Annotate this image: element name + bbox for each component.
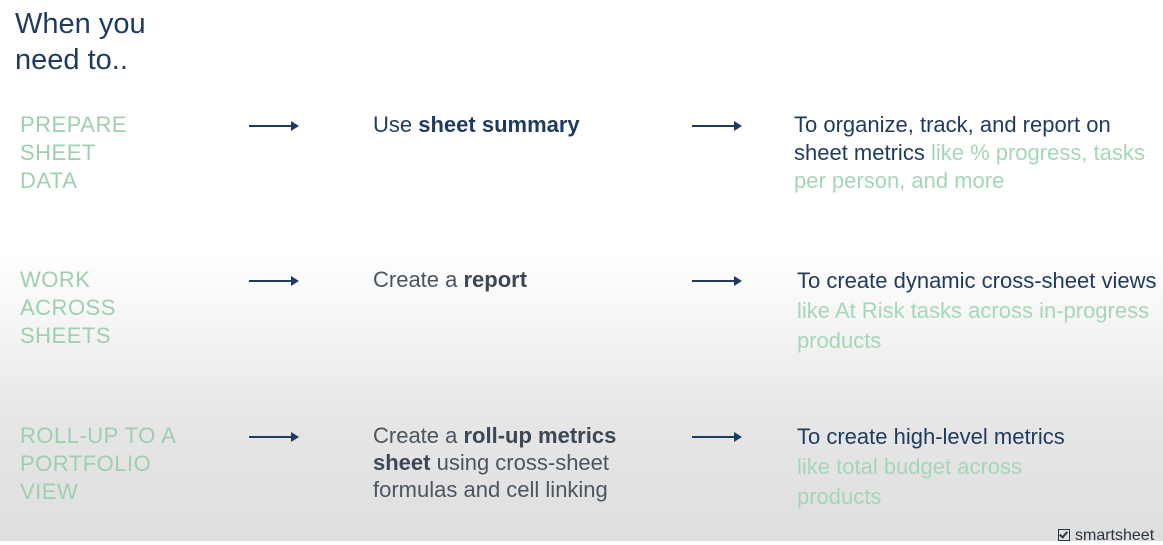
outcome-text: To organize, track, and report on sheet … [794, 112, 1145, 193]
action-highlight: roll-up metrics sheet [373, 423, 617, 475]
right-arrow-icon [249, 432, 299, 442]
action-text: Create a report [373, 267, 528, 292]
right-arrow-icon [249, 276, 299, 286]
page-title: When you need to.. [15, 6, 146, 78]
right-arrow-icon [249, 121, 299, 131]
outcome-detail: like At Risk tasks across in-progress pr… [797, 298, 1150, 353]
right-arrow-icon [692, 121, 742, 131]
brand-logo: smartsheet [1058, 527, 1154, 545]
action-text: Create a roll-up metrics sheet using cro… [373, 423, 617, 502]
outcome-detail: like % progress, tasks per person, and m… [794, 140, 1145, 193]
title-line-2: need to.. [15, 44, 128, 76]
outcome-text: To create high-level metrics like total … [797, 424, 1065, 509]
outcome-text: To create dynamic cross-sheet views like… [797, 268, 1157, 353]
action-highlight: report [463, 267, 528, 292]
action-text: Use sheet summary [373, 112, 580, 137]
action-highlight: sheet summary [418, 112, 580, 137]
category-label: WORK ACROSS SHEETS [20, 267, 116, 348]
outcome-detail: like total budget across products [797, 454, 1023, 509]
right-arrow-icon [692, 432, 742, 442]
right-arrow-icon [692, 276, 742, 286]
checkbox-icon [1058, 529, 1070, 541]
title-line-1: When you [15, 8, 146, 40]
category-label: PREPARE SHEET DATA [20, 112, 128, 193]
category-label: ROLL-UP TO A PORTFOLIO VIEW [20, 423, 177, 504]
brand-name: smartsheet [1075, 527, 1155, 544]
